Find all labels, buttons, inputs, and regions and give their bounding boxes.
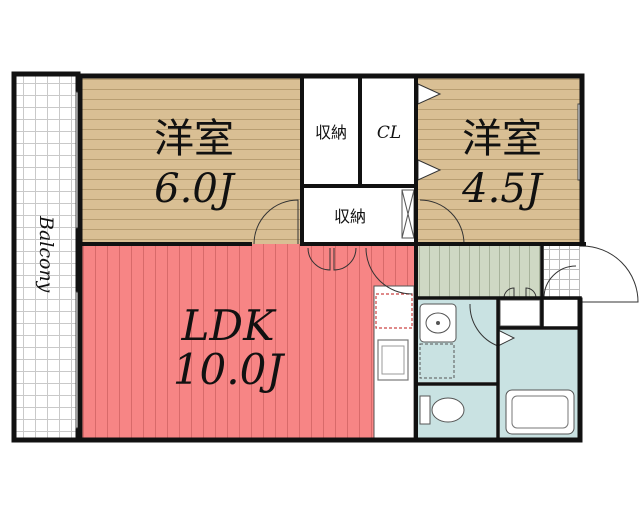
storage-lower: 収納 xyxy=(304,188,415,240)
walls xyxy=(77,73,586,443)
bathroom xyxy=(500,330,578,438)
kitchen-counter xyxy=(373,285,415,439)
storage-lower-label: 収納 xyxy=(334,207,366,226)
room-a-size: 6.0J xyxy=(154,166,236,212)
room-b-name: 洋室 xyxy=(462,116,542,162)
hallway xyxy=(418,246,542,298)
balcony-label: Balcony xyxy=(35,215,57,293)
doors xyxy=(253,83,639,347)
balcony: Balcony xyxy=(11,71,81,443)
toilet xyxy=(418,386,496,438)
ldk-name: LDK xyxy=(181,301,278,350)
western-room-a: 洋室 6.0J xyxy=(82,78,302,244)
ldk-size: 10.0J xyxy=(173,345,286,394)
storage-upper: 収納 xyxy=(304,78,358,184)
ldk-room: LDK 10.0J xyxy=(82,244,414,438)
storage-upper-label: 収納 xyxy=(315,123,347,142)
western-room-b: 洋室 4.5J xyxy=(416,78,580,244)
closet: CL xyxy=(362,78,414,184)
room-a-name: 洋室 xyxy=(154,116,234,162)
closet-label: CL xyxy=(377,123,401,143)
shoe-cabinet xyxy=(499,299,541,327)
room-b-size: 4.5J xyxy=(461,166,544,212)
washroom xyxy=(418,300,496,382)
entrance xyxy=(544,246,580,300)
